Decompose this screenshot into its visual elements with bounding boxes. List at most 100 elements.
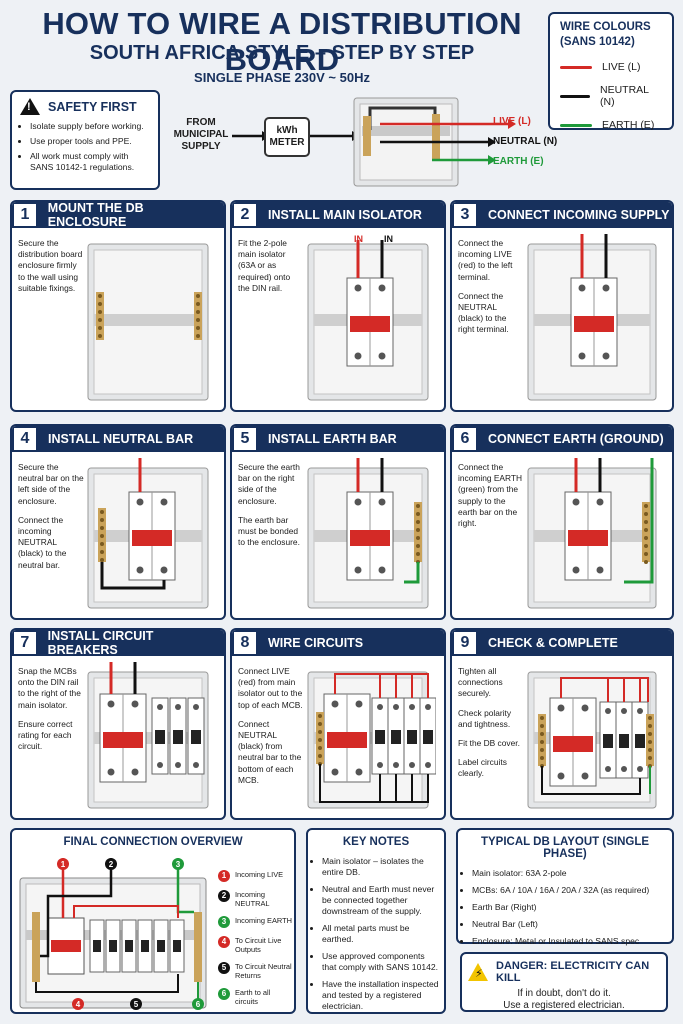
earth-bar <box>432 114 440 160</box>
overview-label: Incoming EARTH <box>235 916 292 925</box>
step-description: Secure the neutral bar on the left side … <box>18 458 84 614</box>
step-panel-9: 9 CHECK & COMPLETE Tighten all connections… <box>450 628 674 820</box>
wire <box>334 673 429 698</box>
step-title: INSTALL EARTH BAR <box>268 432 397 446</box>
step-title: WIRE CIRCUITS <box>268 636 364 650</box>
overview-label: Incoming NEUTRAL <box>235 890 270 908</box>
danger-box: ⚡DANGER: ELECTRICITY CAN KILL If in doub… <box>460 952 668 1012</box>
neutral-bar <box>32 912 40 982</box>
note-item: Neutral and Earth must never be connecte… <box>322 884 440 917</box>
step-text: Secure the neutral bar on the left side … <box>18 462 84 506</box>
phase-label: SINGLE PHASE 230V ~ 50Hz <box>194 70 370 85</box>
overview-label: To Circuit Neutral Returns <box>235 962 292 980</box>
layout-item: Main isolator: 63A 2-pole <box>472 868 672 879</box>
din-rail <box>362 126 450 136</box>
legend-item-neutral: NEUTRAL (N) <box>560 84 662 108</box>
earth-bar <box>194 912 202 982</box>
danger-line-2: Use a registered electrician. <box>503 1000 625 1011</box>
overview-diagram: 1 2 3 4 5 6 <box>19 858 207 1010</box>
step-title: CHECK & COMPLETE <box>488 636 618 650</box>
layout-item: Enclosure: Metal or Insulated to SANS sp… <box>472 936 672 947</box>
svg-text:6: 6 <box>196 1000 201 1009</box>
step-title: INSTALL MAIN ISOLATOR <box>268 208 422 222</box>
warning-icon: ! <box>20 98 40 115</box>
step-text: Connect LIVE (red) from main isolator ou… <box>238 666 303 710</box>
step-number: 2 <box>232 202 258 228</box>
safety-box: !SAFETY FIRST Isolate supply before work… <box>10 90 160 190</box>
step-illustration <box>87 662 209 809</box>
step-number: 5 <box>232 426 258 452</box>
step-text: Connect the incoming NEUTRAL (black) to … <box>18 514 67 570</box>
isolator-switch <box>568 530 608 546</box>
layout-title: TYPICAL DB LAYOUT (SINGLE PHASE) <box>480 836 650 860</box>
terminal-bar <box>194 292 202 340</box>
isolator-switch <box>574 316 614 332</box>
svg-text:2: 2 <box>109 860 114 869</box>
din-rail <box>94 314 202 326</box>
number-badge: 4 <box>218 936 230 948</box>
overview-item: 4 To Circuit Live Outputs <box>218 936 294 954</box>
step-text: Snap the MCBs onto the DIN rail to the r… <box>18 666 81 710</box>
step-illustration <box>87 458 209 609</box>
step-illustration <box>307 458 429 609</box>
step-description: Connect the incoming EARTH (green) from … <box>458 458 524 614</box>
step-illustration: IN IN <box>307 234 429 401</box>
step-text: Tighten all connections securely. <box>458 666 503 699</box>
safety-header: !SAFETY FIRST <box>20 98 150 115</box>
number-badge: 2 <box>218 890 230 902</box>
step-title: CONNECT EARTH (GROUND) <box>488 432 664 446</box>
step-description: Secure the earth bar on the right side o… <box>238 458 304 614</box>
danger-title: DANGER: ELECTRICITY CAN KILL <box>496 960 650 984</box>
wire <box>100 562 166 590</box>
step-title: CONNECT INCOMING SUPPLY <box>488 208 670 222</box>
wire-colour-legend: WIRE COLOURS (SANS 10142) LIVE (L) NEUTR… <box>548 12 674 131</box>
step-header: 5 INSTALL EARTH BAR <box>232 426 444 452</box>
danger-header: ⚡ DANGER: ELECTRICITY CAN KILL <box>468 960 660 984</box>
step-header: 9 CHECK & COMPLETE <box>452 630 672 656</box>
step-illustration <box>87 243 209 401</box>
isolator-switch <box>132 530 172 546</box>
step-number: 9 <box>452 630 478 656</box>
step-number: 1 <box>12 202 38 228</box>
svg-text:1: 1 <box>61 860 66 869</box>
overview-label: To Circuit Live Outputs <box>235 936 282 954</box>
step-illustration <box>527 234 657 401</box>
legend-label: LIVE (L) <box>602 61 641 73</box>
number-badge: 3 <box>218 916 230 928</box>
live-label: LIVE (L) <box>493 116 531 127</box>
step-text: Ensure correct rating for each circuit. <box>18 718 73 752</box>
step-text: Connect NEUTRAL (black) from neutral bar… <box>238 718 302 785</box>
high-voltage-icon: ⚡ <box>468 963 488 981</box>
safety-item: All work must comply with SANS 10142-1 r… <box>30 151 150 173</box>
svg-text:3: 3 <box>176 860 181 869</box>
step-header: 6 CONNECT EARTH (GROUND) <box>452 426 672 452</box>
legend-label: EARTH (E) <box>602 119 655 131</box>
step-header: 2 INSTALL MAIN ISOLATOR <box>232 202 444 228</box>
legend-title: WIRE COLOURS (SANS 10142) <box>560 21 651 48</box>
step-number: 6 <box>452 426 478 452</box>
step-text: Connect the incoming EARTH (green) from … <box>458 462 523 529</box>
legend-item-earth: EARTH (E) <box>560 119 662 131</box>
step-text: Label circuits clearly. <box>458 757 507 779</box>
wire <box>624 458 654 584</box>
page-title: HOW TO WIRE A DISTRIBUTION BOARD <box>42 6 522 77</box>
legend-item-live: LIVE (L) <box>560 61 662 73</box>
step-number: 8 <box>232 630 258 656</box>
live-swatch <box>560 65 592 69</box>
step-panel-6: 6 CONNECT EARTH (GROUND) Connect the incom… <box>450 424 674 620</box>
step-illustration <box>527 671 657 809</box>
overview-title: FINAL CONNECTION OVERVIEW <box>63 836 243 848</box>
isolator-switch <box>103 732 143 748</box>
in-live-label: IN <box>354 234 363 244</box>
neutral-bar <box>363 116 371 156</box>
in-neutral-label: IN <box>384 234 393 244</box>
